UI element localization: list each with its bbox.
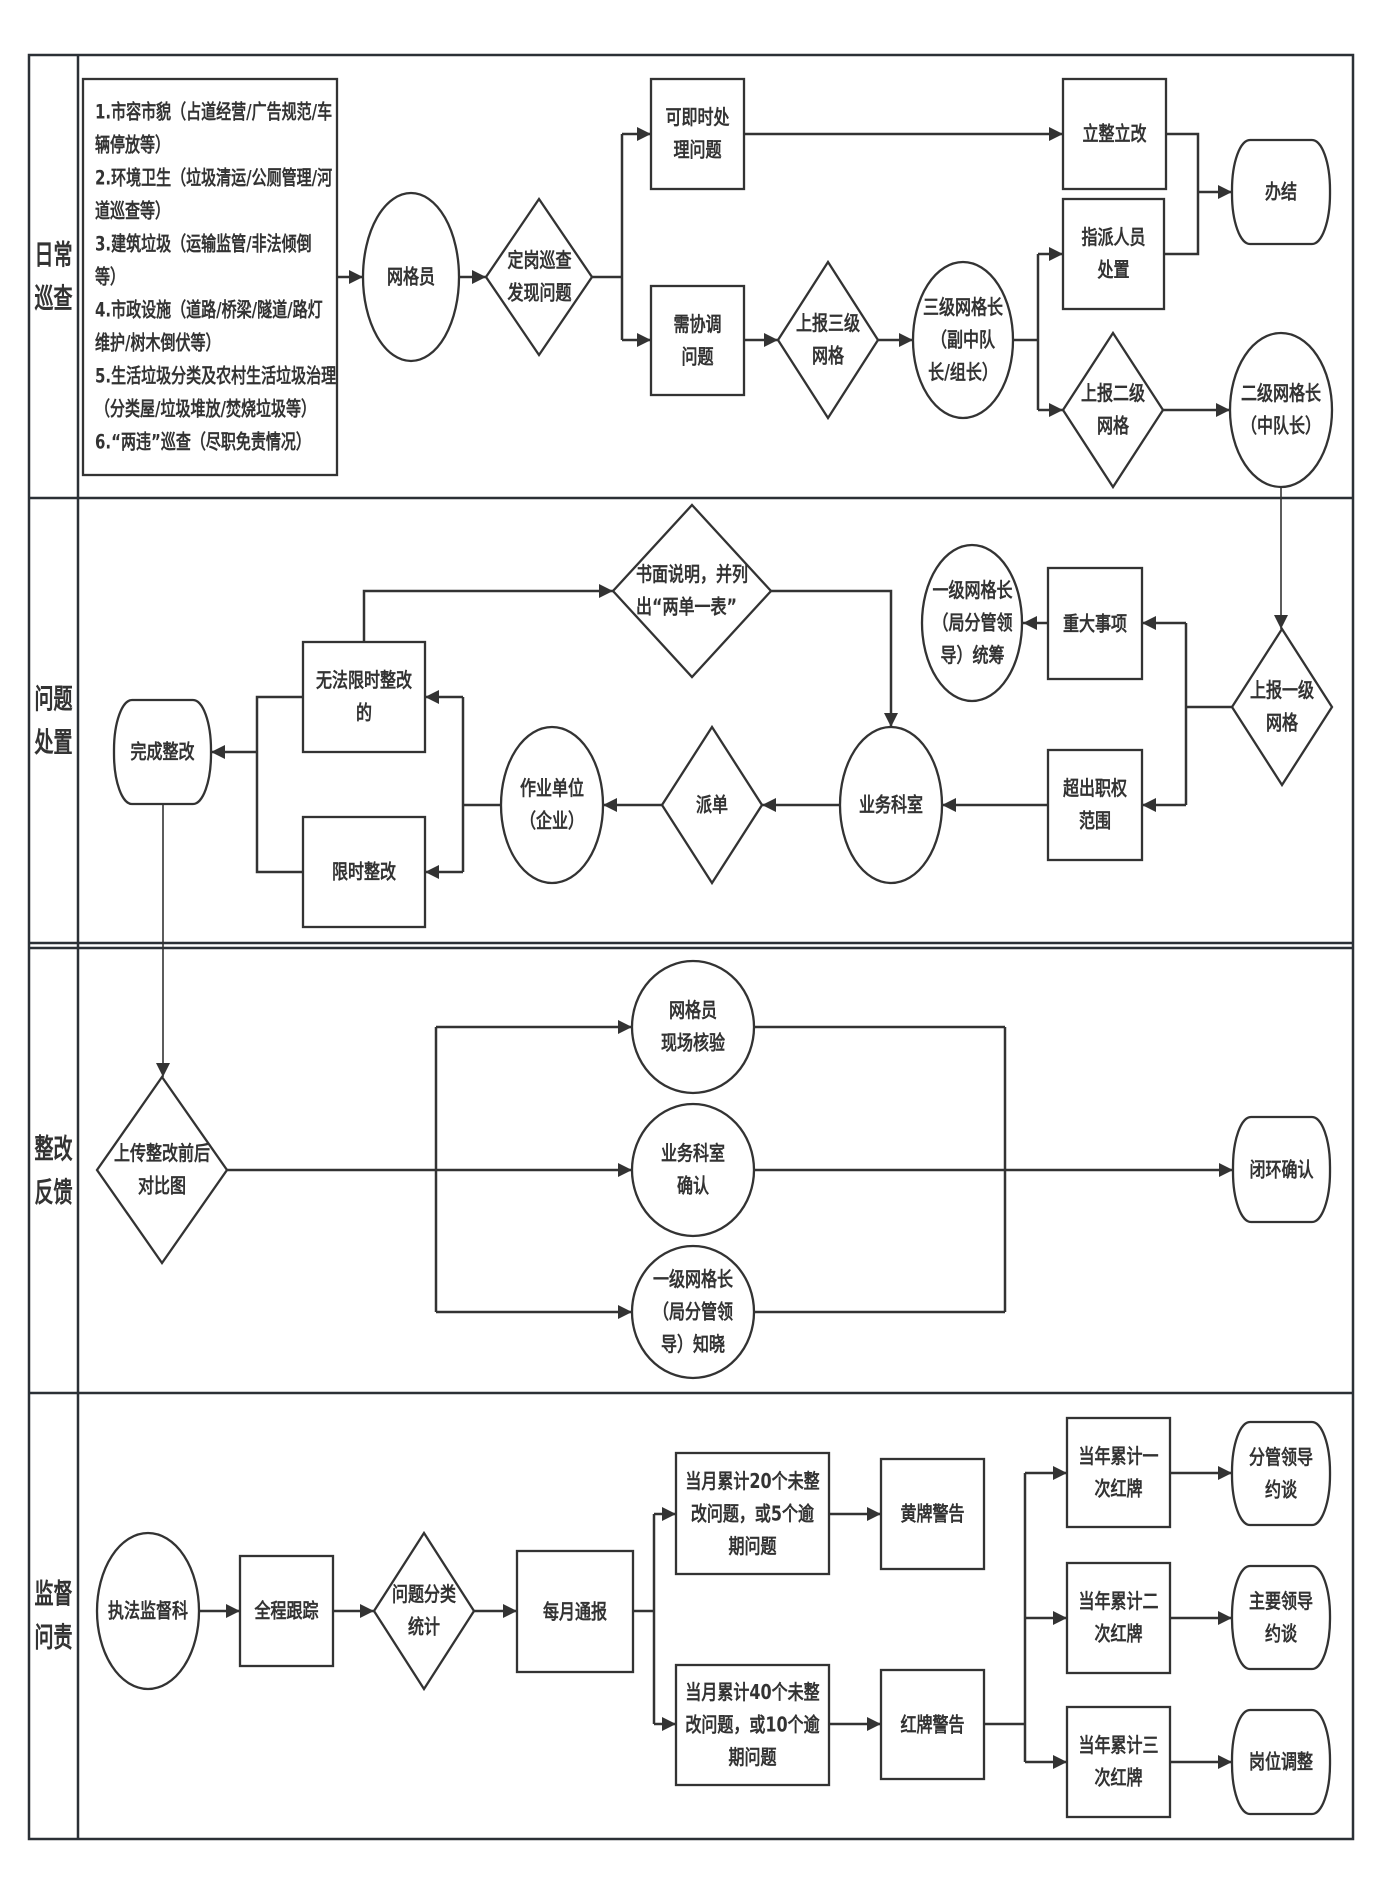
threshold-red-box [674, 1663, 831, 1787]
talk-supervising-terminal [1230, 1420, 1332, 1527]
inspection-item: 2.环境卫生（垃圾清运/公厕管理/河 道巡查等） [95, 165, 333, 223]
full-tracking-box [238, 1554, 335, 1668]
law-enforcement-dept-ellipse [95, 1531, 201, 1691]
coordination-issue-box [649, 284, 746, 397]
year-red-1-box [1065, 1416, 1172, 1529]
talk-principal-terminal [1230, 1564, 1332, 1671]
beyond-authority-box [1046, 748, 1144, 862]
inspection-list: 1.市容市貌（占道经营/广告规范/车 辆停放等） 2.环境卫生（垃圾清运/公厕管… [83, 79, 337, 475]
lane-supervision-shapes [95, 1416, 1332, 1819]
assign-personnel-box [1061, 197, 1166, 311]
operating-unit-ellipse [499, 725, 605, 885]
arrow-statement-to-business-office [771, 589, 898, 727]
patrol-discovery-diamond [484, 196, 594, 358]
level2-grid-leader-ellipse [1228, 331, 1334, 489]
rectify-in-time-box [301, 815, 427, 929]
lane-daily-patrol-connectors [337, 127, 1288, 629]
level1-grid-leader-ellipse [920, 543, 1024, 703]
lane-feedback-connectors [227, 1020, 1233, 1319]
closed-loop-terminal [1231, 1115, 1332, 1224]
connector-merge-to-complete [255, 695, 303, 874]
report-level3-diamond [776, 259, 880, 421]
post-adjustment-terminal [1230, 1708, 1332, 1816]
yellow-card-box [879, 1457, 986, 1571]
lane-daily-patrol-shapes [81, 77, 1334, 490]
business-office-ellipse [838, 725, 944, 885]
leader-informed-ellipse [630, 1244, 756, 1380]
immediate-rectify-box [1061, 77, 1168, 191]
immediate-issue-box [649, 77, 746, 191]
level3-grid-leader-ellipse [911, 260, 1015, 420]
major-matter-box [1046, 566, 1144, 681]
year-red-2-box [1065, 1561, 1172, 1675]
inspection-item: 3.建筑垃圾（运输监管/非法倾倒 等） [95, 231, 312, 289]
lane-feedback-shapes [95, 959, 1332, 1380]
connector-merge-to-closed [1164, 132, 1200, 256]
report-level2-diamond [1061, 330, 1165, 490]
arrow-cannot-to-written-statement [362, 584, 613, 642]
business-office-confirm-ellipse [630, 1102, 756, 1238]
inspection-item: 4.市政设施（道路/桥梁/隧道/路灯 维护/树木倒伏等） [95, 297, 323, 355]
lane-problem-handling-shapes [112, 503, 1334, 929]
dispatch-diamond [660, 724, 764, 886]
inspection-item: 1.市容市貌（占道经营/广告规范/车 辆停放等） [95, 99, 333, 157]
lane-supervision-connectors [199, 1466, 1232, 1769]
rectification-complete-terminal [112, 698, 213, 806]
upload-comparison-diamond [95, 1074, 229, 1266]
swimlane-frame [27, 53, 1355, 1841]
cannot-rectify-box [301, 640, 427, 754]
grid-worker-ellipse [361, 191, 461, 363]
monthly-report-box [515, 1549, 635, 1674]
inspection-item: 6.“两违”巡查（尽职免责情况） [95, 429, 311, 454]
lane-problem-handling-connectors [156, 584, 1232, 1077]
written-statement-diamond [611, 503, 773, 679]
threshold-yellow-box [674, 1451, 831, 1576]
year-red-3-box [1065, 1705, 1172, 1819]
inspection-list-box [81, 77, 339, 477]
report-level1-diamond [1230, 626, 1334, 788]
inspection-list-items: 1.市容市貌（占道经营/广告规范/车 辆停放等） 2.环境卫生（垃圾清运/公厕管… [95, 96, 336, 459]
classify-statistics-diamond [372, 1530, 476, 1692]
inspection-item: 5.生活垃圾分类及农村生活垃圾治理 （分类屋/垃圾堆放/焚烧垃圾等） [95, 363, 337, 421]
case-closed-terminal [1230, 138, 1332, 246]
grid-worker-verify-ellipse [630, 959, 756, 1095]
red-card-box [879, 1668, 986, 1781]
